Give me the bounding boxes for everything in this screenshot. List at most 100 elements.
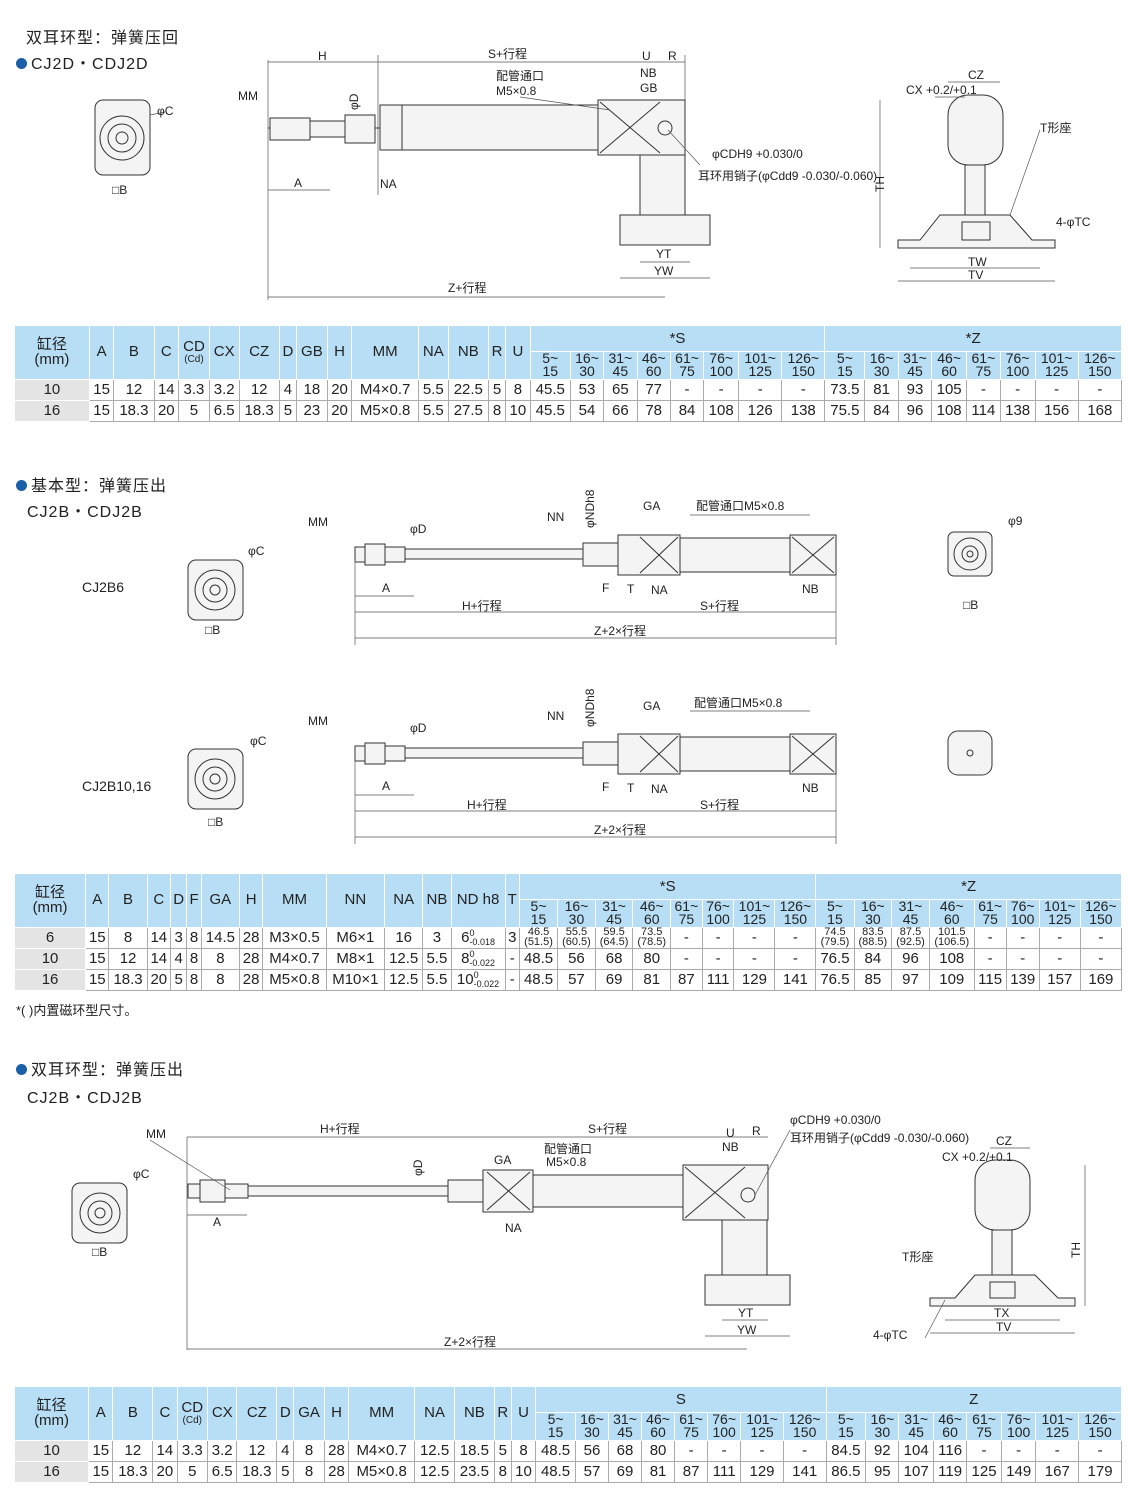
col-header: CD(Cd): [176, 1386, 209, 1441]
stroke-range-header: 61~ 75: [966, 1412, 1002, 1441]
table-cell: 5: [176, 1460, 209, 1483]
section1-subtitle: CJ2D・CDJ2D: [16, 50, 149, 74]
drawing-line: [617, 733, 681, 775]
drawing-line: [364, 543, 386, 566]
drawing-line: [1009, 129, 1041, 216]
dimension-label: φD: [411, 1159, 425, 1176]
table-cell: -: [733, 947, 776, 970]
table-cell: -: [670, 947, 703, 970]
dimension-label: NN: [547, 709, 564, 723]
col-header: T: [504, 873, 520, 928]
dimension-label: S+行程: [700, 797, 739, 812]
table-cell: 12: [108, 947, 148, 970]
dimension-label: □B: [208, 815, 223, 829]
stroke-range-header: 46~ 60: [641, 1412, 676, 1441]
dimension-label: MM: [146, 1127, 166, 1141]
table-cell: 96: [897, 399, 933, 422]
table-cell: 108: [928, 947, 975, 970]
dimension-label: NB: [722, 1140, 739, 1154]
table-cell: 119: [932, 1460, 968, 1483]
group-header-z: Z: [825, 1386, 1123, 1413]
stroke-range-header: 46~ 60: [931, 351, 968, 380]
table-cell: -: [1078, 1439, 1122, 1462]
table-cell: 75.5: [824, 399, 866, 422]
drawing-line: [344, 114, 376, 144]
stroke-range-header: 16~ 30: [569, 351, 605, 380]
table-cell: -: [738, 378, 783, 401]
table-cell: 18.5: [453, 1439, 495, 1462]
table-cell: -: [782, 1439, 827, 1462]
section2-title: 基本型：弹簧压出: [16, 472, 167, 496]
table-cell: 5: [487, 378, 507, 401]
table-cell: 116: [932, 1439, 968, 1462]
table-cell: 10: [505, 399, 531, 422]
table-cell: 73.5: [824, 378, 866, 401]
stroke-range-header: 46~ 60: [636, 351, 671, 380]
dimension-label: Z+行程: [448, 280, 486, 295]
table-cell: 23: [295, 399, 328, 422]
col-header: NN: [325, 873, 386, 928]
bore-cell: 16: [13, 1460, 90, 1483]
table-cell: 93: [897, 378, 933, 401]
table-cell: 12.5: [384, 947, 424, 970]
stroke-range-header: 61~ 75: [966, 351, 1001, 380]
dimension-label: □B: [112, 183, 127, 197]
dimension-label: NB: [640, 66, 657, 80]
table-cell: 5: [276, 1460, 295, 1483]
drawing-line: [639, 735, 679, 773]
dimension-label: YW: [654, 264, 674, 278]
drawing-line: [947, 730, 993, 776]
drawing-line: [99, 115, 145, 161]
table-cell: 81: [864, 378, 899, 401]
drawing-line: [599, 101, 661, 154]
stroke-range-header: 126~ 150: [1079, 899, 1123, 928]
col-header: MM: [348, 1386, 416, 1441]
drawing-line: [684, 1166, 746, 1219]
table-cell: -: [701, 947, 735, 970]
table-cell: 3.2: [206, 1439, 238, 1462]
dimension-label: H+行程: [320, 1121, 360, 1136]
table-cell: 28: [323, 1439, 350, 1462]
stroke-range-header: 126~ 150: [1078, 1412, 1122, 1441]
drawing-line: [597, 99, 686, 156]
table-cell: 92: [865, 1439, 900, 1462]
bullet-icon: [16, 1064, 27, 1075]
col-header: B: [108, 873, 148, 928]
col-header: R: [493, 1386, 512, 1441]
table-cell: 12: [112, 1439, 154, 1462]
drawing-line: [966, 550, 974, 558]
dimension-label: φ9: [1008, 514, 1023, 528]
dimension-label: MM: [308, 515, 328, 529]
dimension-label: GB: [640, 81, 657, 95]
dimension-label: A: [382, 581, 390, 595]
col-header: NA: [384, 873, 424, 928]
table-cell: M4×0.7: [348, 1439, 416, 1462]
dimension-label: φC: [248, 544, 265, 558]
table-cell: M4×0.7: [262, 947, 327, 970]
table-cell: 83.5 (88.5): [853, 926, 893, 949]
dimension-label: NA: [651, 583, 668, 597]
table-cell: 59.5 (64.5): [594, 926, 634, 949]
drawing-line: [94, 1207, 106, 1219]
group-header-z: *Z: [824, 325, 1122, 352]
table-cell: 5: [178, 399, 210, 422]
table-cell: 8: [510, 1439, 537, 1462]
table-cell: 22.5: [447, 378, 489, 401]
table-cell: 87: [670, 968, 703, 991]
dimension-label: 耳环用销子(φCdd9 -0.030/-0.060): [790, 1131, 969, 1145]
table-cell: 167: [1035, 1460, 1080, 1483]
drawing-line: [149, 111, 166, 116]
table-cell: 87: [674, 1460, 709, 1483]
stroke-range-header: 76~ 100: [707, 1412, 742, 1441]
col-header: A: [85, 873, 110, 928]
bore-cell: 10: [13, 947, 87, 970]
drawing-line: [639, 536, 679, 574]
table-cell: 107: [898, 1460, 934, 1483]
table-cell: 8: [186, 968, 202, 991]
col-header: MM: [351, 325, 419, 380]
